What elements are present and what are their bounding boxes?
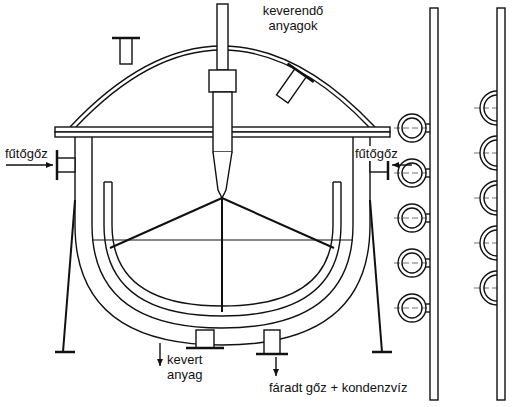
center-line <box>394 263 430 264</box>
weld <box>426 303 430 304</box>
hub <box>213 152 232 198</box>
shaft <box>213 92 232 152</box>
inlet-label: keverendő anyagok <box>252 3 334 33</box>
weld <box>426 221 430 222</box>
center-line <box>394 218 430 219</box>
plate <box>497 8 505 400</box>
center-line <box>394 173 430 174</box>
condensate-outlet <box>264 330 280 354</box>
plate <box>430 8 438 400</box>
vessel-wall <box>92 137 353 328</box>
weld <box>426 258 430 259</box>
outlet-label: kevert anyag <box>166 352 218 382</box>
coupling <box>209 70 236 92</box>
anchor <box>104 182 341 316</box>
center-line <box>394 128 430 129</box>
center-line <box>474 108 497 109</box>
weld <box>426 176 430 177</box>
center-line <box>474 153 497 154</box>
inlet-nozzle <box>269 64 314 109</box>
leg <box>63 200 75 352</box>
center-line <box>394 308 430 309</box>
weld <box>426 131 430 132</box>
leg <box>370 200 382 352</box>
steam-label: fűtőgőz <box>354 146 399 161</box>
lid-nozzle <box>120 38 132 64</box>
shaft <box>217 4 228 70</box>
steam-nozzle <box>57 158 75 172</box>
center-line <box>474 288 497 289</box>
center-line <box>474 198 497 199</box>
product-outlet <box>196 330 214 348</box>
coil-detail <box>394 8 505 400</box>
steam-label: fűtőgőz <box>4 146 49 161</box>
weld <box>426 123 430 124</box>
jacket <box>75 137 370 345</box>
weld <box>426 266 430 267</box>
center-line <box>474 243 497 244</box>
outlet-label: fáradt gőz + kondenzvíz <box>268 380 408 395</box>
steam-arrow <box>392 164 412 165</box>
steam-arrow <box>6 164 53 165</box>
weld <box>426 311 430 312</box>
weld <box>426 168 430 169</box>
weld <box>426 213 430 214</box>
